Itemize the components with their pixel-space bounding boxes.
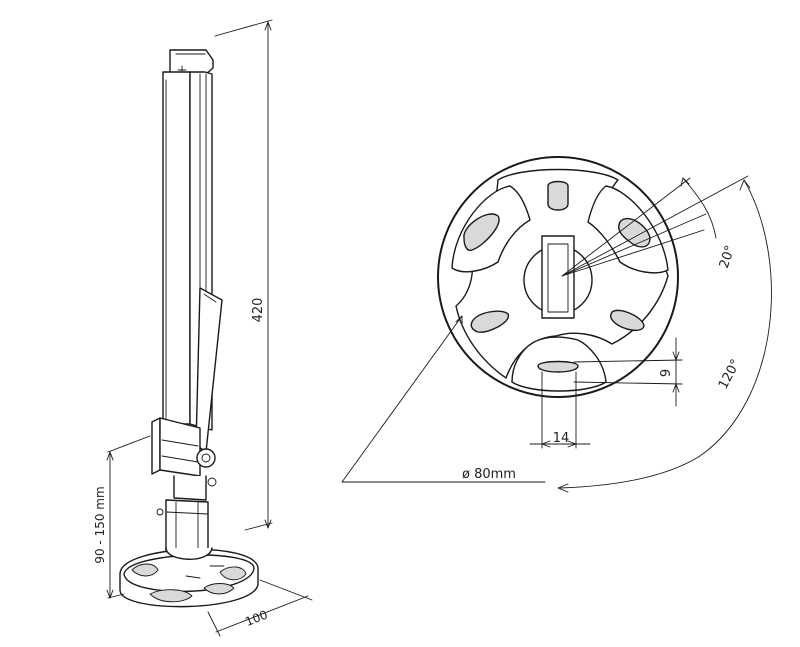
dim-arrow (264, 519, 272, 529)
dim-arrow (567, 440, 577, 448)
dim-ext-line (214, 19, 273, 37)
angle-line (561, 177, 691, 277)
base-slot (470, 310, 509, 333)
diameter-leader (341, 315, 546, 483)
dim-height-range: 90 - 150 mm (93, 486, 107, 563)
base-slot (463, 213, 500, 251)
dim-arrow (455, 315, 463, 326)
base-top (123, 554, 255, 593)
dim-height-total: 420 (251, 298, 266, 323)
dim-slot-angle: 20° (717, 244, 738, 271)
dim-arrow (264, 21, 272, 31)
dim-arrow (557, 483, 569, 493)
dim-ext-line (207, 611, 221, 637)
dim-base-diameter: ø 80mm (462, 467, 516, 482)
base-slot (547, 180, 569, 211)
angle-line (561, 175, 749, 277)
lock-screw (207, 477, 217, 487)
lower-tube-ring (165, 511, 209, 515)
dim-arm-angle: 120° (716, 357, 744, 392)
base-slot (537, 360, 579, 373)
dim-ext-line (107, 435, 151, 453)
pole-assembly (119, 49, 259, 608)
base-slot (618, 217, 651, 248)
dim-arrow (106, 589, 114, 599)
dim-ext-line (244, 522, 273, 531)
dim-line-100 (215, 595, 309, 633)
base-slot (219, 566, 247, 581)
base-slot (131, 563, 159, 577)
dim-slot-height: 9 (659, 369, 674, 377)
dim-arrow (106, 451, 114, 461)
upper-collar (173, 475, 207, 501)
dim-ext-line (573, 381, 683, 385)
base-hub (165, 547, 213, 560)
left-dimensions: 420 90 - 150 mm 100 (93, 19, 313, 637)
angle-arc-120 (559, 179, 772, 489)
angle-line (561, 229, 705, 277)
tube-pin (156, 508, 164, 516)
base-small-slot (185, 575, 201, 579)
center-socket-inner (547, 243, 569, 313)
dim-arrow (739, 179, 751, 191)
clamp-knob-center (201, 453, 211, 463)
dim-arrow (672, 383, 680, 393)
clamp-front (159, 417, 201, 477)
tilt-arm-edge (203, 293, 217, 303)
angle-arc-20 (682, 177, 717, 239)
dim-ext-line (259, 579, 313, 601)
dim-ext-line (573, 359, 683, 363)
angle-line (561, 213, 707, 277)
clamp-side (151, 417, 161, 475)
base-slot (203, 583, 235, 595)
base-slot (149, 589, 193, 603)
pole-front-face (162, 71, 191, 425)
dim-arrow (672, 351, 680, 361)
dim-arrow (680, 177, 690, 187)
dim-base-width: 100 (243, 608, 269, 630)
base-slot (609, 309, 645, 332)
base-detail (437, 156, 679, 398)
clamp-lines (161, 439, 199, 463)
dim-slot-width: 14 (553, 431, 570, 446)
clamp-knob (196, 448, 216, 468)
dim-arrow (541, 440, 551, 448)
right-dimensions: 20° 120° 9 14 ø 80mm (341, 175, 772, 493)
